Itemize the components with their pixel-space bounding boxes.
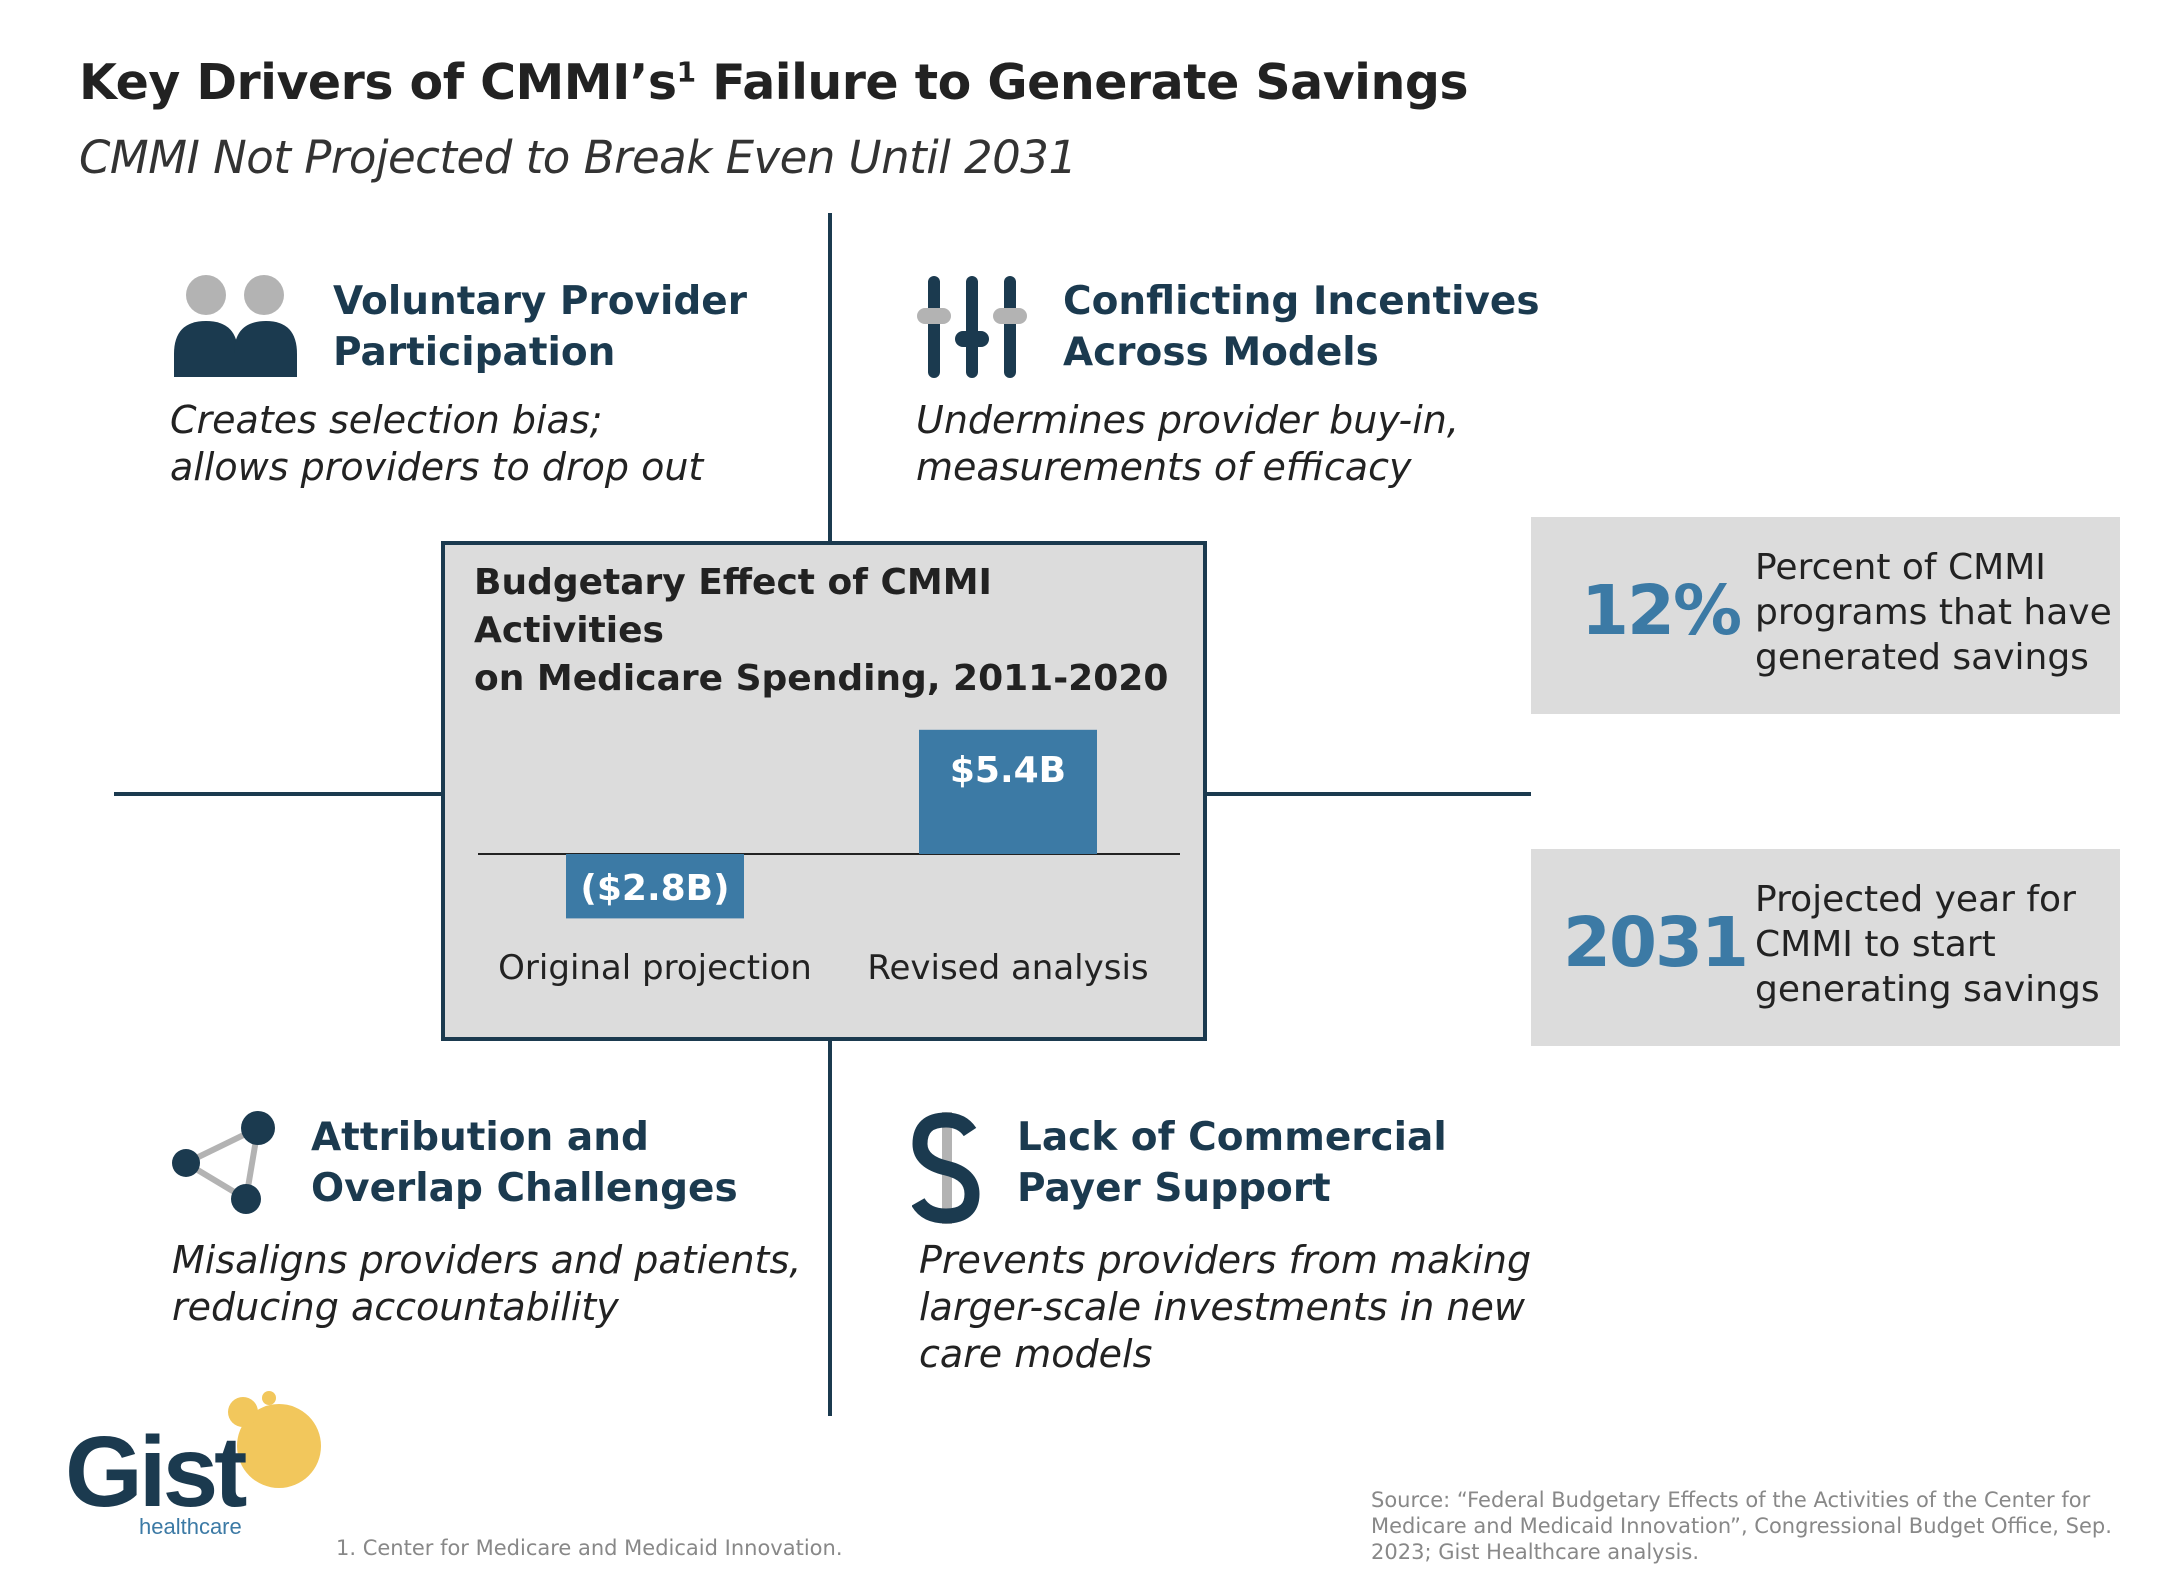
- chart-data-label-1: ($2.8B): [580, 868, 729, 909]
- stat-year-line-3: generating savings: [1755, 969, 2100, 1010]
- quadrant-3-desc-line-2: reducing accountability: [172, 1285, 619, 1329]
- chart-panel: ($2.8B) Original projection $5.4B Revised a…: [441, 541, 1207, 1041]
- quadrant-2-heading: Conflicting Incentives Across Models: [1063, 276, 1540, 378]
- quadrant-4-desc-line-2: larger-scale investments in new: [919, 1285, 1525, 1329]
- divider-vertical-top: [828, 213, 832, 541]
- chart-category-label-2: Revised analysis: [867, 948, 1148, 988]
- quadrant-2-description: Undermines provider buy-in, measurements…: [916, 397, 1459, 491]
- chart-category-label-1: Original projection: [498, 948, 812, 988]
- quadrant-4-desc-line-3: care models: [919, 1332, 1153, 1376]
- source-citation: Source: “Federal Budgetary Effects of th…: [1371, 1488, 2112, 1564]
- stat-percent-line-1: Percent of CMMI: [1755, 547, 2046, 588]
- quadrant-3-description: Misaligns providers and patients, reduci…: [172, 1237, 801, 1331]
- quadrant-4-heading: Lack of Commercial Payer Support: [1017, 1112, 1447, 1214]
- quadrant-2-heading-line-2: Across Models: [1063, 330, 1379, 375]
- stat-year-line-2: CMMI to start: [1755, 924, 1996, 965]
- quadrant-4-heading-line-2: Payer Support: [1017, 1166, 1331, 1211]
- chart-title-line-2: on Medicare Spending, 2011-2020: [474, 658, 1169, 699]
- page-subtitle: CMMI Not Projected to Break Even Until 2…: [79, 131, 1077, 184]
- title-main: Key Drivers of CMMI’s: [79, 54, 677, 111]
- quadrant-3-desc-line-1: Misaligns providers and patients,: [172, 1238, 802, 1282]
- quadrant-2-desc-line-1: Undermines provider buy-in,: [916, 398, 1459, 442]
- bar-chart: ($2.8B) Original projection $5.4B Revised a…: [478, 729, 1180, 988]
- sliders-icon: [917, 276, 1027, 378]
- dollar-icon: [912, 1112, 980, 1224]
- chart-title-line-1: Budgetary Effect of CMMI Activities: [474, 562, 992, 651]
- divider-vertical-bottom: [828, 1041, 832, 1416]
- chart-bar-2: [919, 729, 1097, 854]
- quadrant-3-heading-line-2: Overlap Challenges: [311, 1166, 738, 1211]
- stat-percent-line-3: generated savings: [1755, 637, 2089, 678]
- quadrant-4-desc-line-1: Prevents providers from making: [919, 1238, 1532, 1282]
- stat-box-breakeven-year: 2031 Projected year for CMMI to start ge…: [1531, 849, 2120, 1046]
- stat-year-line-1: Projected year for: [1755, 879, 2076, 920]
- stat-text-year: Projected year for CMMI to start generat…: [1755, 877, 2115, 1012]
- chart-title: Budgetary Effect of CMMI Activities on M…: [474, 559, 1194, 703]
- quadrant-4-heading-line-1: Lack of Commercial: [1017, 1115, 1447, 1160]
- divider-horizontal-left: [114, 792, 441, 796]
- quadrant-2-heading-line-1: Conflicting Incentives: [1063, 279, 1540, 324]
- stat-value-year: 2031: [1563, 903, 1749, 983]
- people-icon: [174, 275, 297, 377]
- quadrant-1-heading-line-2: Participation: [333, 330, 616, 375]
- stat-percent-line-2: programs that have: [1755, 592, 2112, 633]
- title-footnote-marker: 1: [676, 55, 696, 89]
- stat-text-percent: Percent of CMMI programs that have gener…: [1755, 545, 2115, 680]
- stat-value-percent: 12%: [1581, 571, 1742, 651]
- stat-box-savings-percent: 12% Percent of CMMI programs that have g…: [1531, 517, 2120, 714]
- logo-wordmark: Gist: [65, 1416, 247, 1528]
- quadrant-1-desc-line-1: Creates selection bias;: [170, 398, 603, 442]
- quadrant-1-desc-line-2: allows providers to drop out: [170, 445, 704, 489]
- quadrant-1-heading: Voluntary Provider Participation: [333, 276, 747, 378]
- quadrant-1-heading-line-1: Voluntary Provider: [333, 279, 747, 324]
- network-icon: [172, 1111, 275, 1214]
- page-title: Key Drivers of CMMI’s1 Failure to Genera…: [79, 54, 1469, 111]
- logo-subtitle: healthcare: [139, 1514, 242, 1539]
- divider-horizontal-right: [1207, 792, 1531, 796]
- quadrant-3-heading: Attribution and Overlap Challenges: [311, 1112, 738, 1214]
- chart-bar-1: [566, 854, 744, 919]
- gist-healthcare-logo: Gist healthcare: [65, 1391, 321, 1539]
- title-rest: Failure to Generate Savings: [695, 54, 1469, 111]
- quadrant-3-heading-line-1: Attribution and: [311, 1115, 649, 1160]
- quadrant-2-desc-line-2: measurements of efficacy: [916, 445, 1412, 489]
- chart-data-label-2: $5.4B: [950, 750, 1066, 791]
- quadrant-4-description: Prevents providers from making larger-sc…: [919, 1237, 1531, 1378]
- quadrant-1-description: Creates selection bias; allows providers…: [170, 397, 703, 491]
- footnote: 1. Center for Medicare and Medicaid Inno…: [336, 1536, 843, 1560]
